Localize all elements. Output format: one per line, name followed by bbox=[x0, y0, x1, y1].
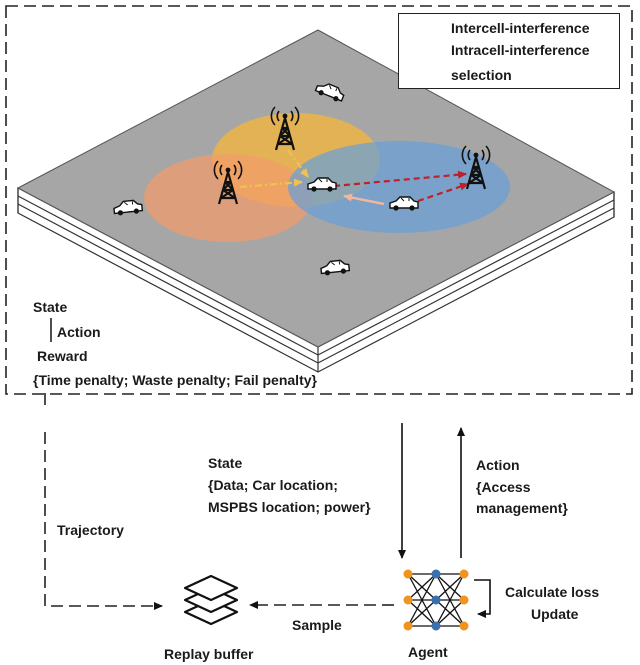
sample-label: Sample bbox=[292, 617, 342, 633]
env-action-label: Action bbox=[57, 324, 101, 340]
environment-boundary bbox=[5, 5, 633, 395]
action-title: Action bbox=[476, 457, 520, 473]
state-detail-line1: {Data; Car location; bbox=[208, 477, 338, 493]
state-detail-line2: MSPBS location; power} bbox=[208, 499, 371, 515]
replay-buffer-label: Replay buffer bbox=[164, 646, 254, 662]
legend: Intercell-interference Intracell-interfe… bbox=[398, 13, 620, 89]
legend-intercell-label: Intercell-interference bbox=[451, 20, 590, 36]
env-reward-terms: {Time penalty; Waste penalty; Fail penal… bbox=[33, 372, 317, 388]
calculate-loss-label: Calculate loss bbox=[505, 584, 600, 600]
intracell-link bbox=[343, 193, 385, 206]
update-loop-arrow bbox=[474, 579, 491, 618]
trajectory-label: Trajectory bbox=[57, 522, 124, 538]
selection-link-2 bbox=[417, 182, 469, 203]
selection-link-1 bbox=[333, 170, 467, 188]
agent-neural-network-icon bbox=[403, 569, 469, 631]
state-title: State bbox=[208, 455, 243, 471]
agent-label: Agent bbox=[408, 644, 448, 660]
intercell-link-1 bbox=[287, 149, 309, 178]
env-state-label: State bbox=[33, 299, 68, 315]
legend-intracell-label: Intracell-interference bbox=[451, 42, 590, 58]
intercell-link-2 bbox=[239, 178, 303, 189]
replay-buffer-icon bbox=[183, 574, 239, 626]
cell-coverage-blue bbox=[288, 141, 510, 233]
legend-selection-label: selection bbox=[451, 67, 512, 83]
action-detail-line2: management} bbox=[476, 500, 568, 516]
action-detail-line1: {Access bbox=[476, 479, 531, 495]
env-reward-label: Reward bbox=[37, 348, 88, 364]
update-label: Update bbox=[531, 606, 579, 622]
trajectory-path bbox=[44, 393, 162, 606]
